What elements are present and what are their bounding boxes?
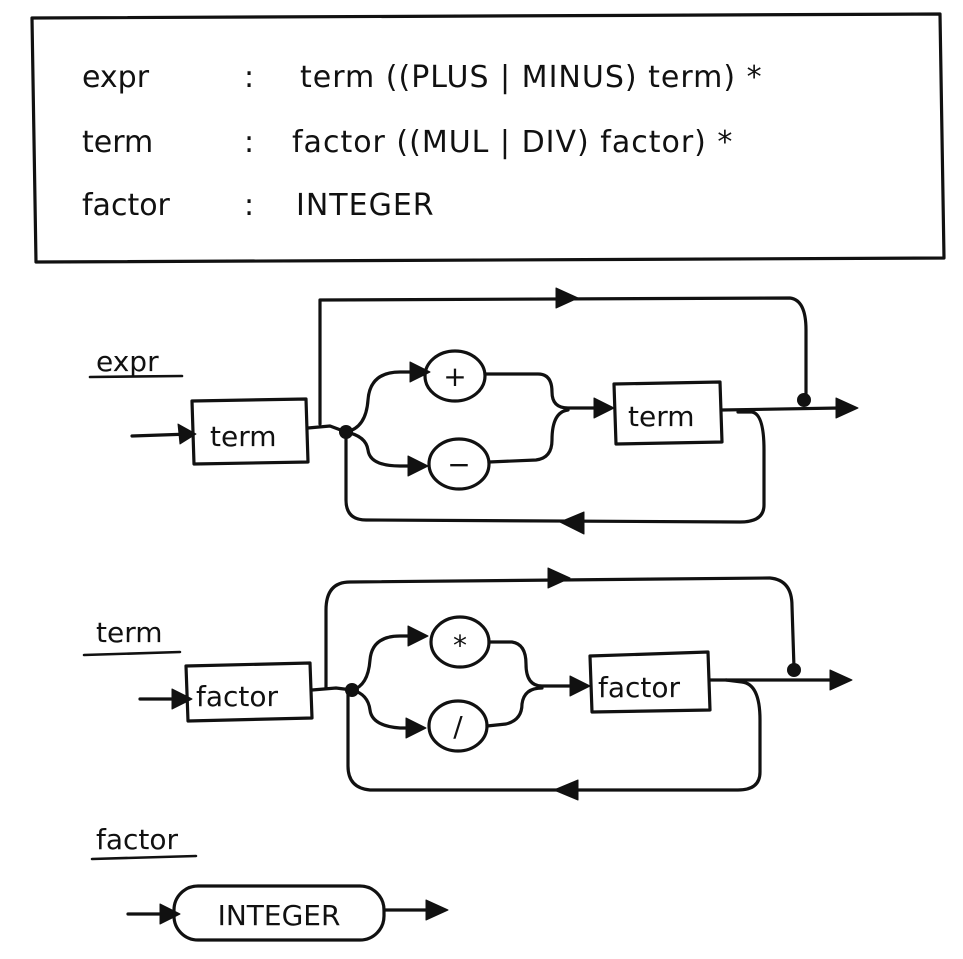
factor-entry-arrowhead <box>159 903 181 925</box>
term-diagram: term factor * / factor <box>82 567 853 801</box>
grammar-rule-term-name: term <box>82 125 153 160</box>
grammar-box: expr : term ((PLUS | MINUS) term) * term… <box>30 12 946 264</box>
term-merge-from-div <box>485 686 544 728</box>
term-branch-to-mul <box>350 634 422 692</box>
term-skip-join-dot <box>787 663 801 677</box>
term-exit-arrowhead <box>829 669 853 691</box>
term-branch-to-div <box>350 688 418 730</box>
expr-merge-from-minus <box>487 408 570 464</box>
factor-diagram-label: factor <box>96 823 179 856</box>
expr-branch-to-plus <box>344 370 426 434</box>
term-skip-arrowhead <box>547 567 571 589</box>
term-junction-dot <box>345 683 359 697</box>
expr-entry-arrowhead <box>177 423 197 445</box>
expr-second-term-arrowhead <box>593 397 615 419</box>
term-mul-label: * <box>453 629 467 662</box>
expr-first-term-box <box>190 397 310 466</box>
grammar-rule-expr-definition: term ((PLUS | MINUS) term) * <box>300 60 763 95</box>
expr-plus-arrowhead <box>409 361 431 383</box>
expr-minus-arrowhead <box>407 455 429 477</box>
term-second-factor-arrowhead <box>569 675 591 697</box>
term-entry-arrowhead <box>171 688 193 710</box>
term-return-path <box>346 678 762 792</box>
expr-diagram: expr term + − term <box>88 287 859 535</box>
expr-junction-dot <box>339 425 353 439</box>
expr-plus-label: + <box>443 360 466 393</box>
grammar-rule-factor-colon: : <box>244 188 254 223</box>
expr-skip-path <box>318 296 808 426</box>
grammar-rule-expr-name: expr <box>82 60 150 95</box>
expr-exit-arrowhead <box>835 397 859 419</box>
expr-second-term-box <box>612 380 724 446</box>
factor-label-underline <box>90 854 198 861</box>
expr-first-term-label: term <box>210 420 277 453</box>
term-div-label: / <box>453 710 463 743</box>
term-second-factor-box <box>588 650 712 714</box>
term-label-underline <box>82 650 182 657</box>
factor-integer-box <box>172 884 386 942</box>
term-diagram-label: term <box>96 616 163 649</box>
term-second-factor-label: factor <box>598 671 681 704</box>
expr-diagram-label: expr <box>96 345 159 378</box>
expr-return-arrowhead <box>559 511 585 535</box>
factor-diagram: factor INTEGER <box>90 823 449 942</box>
term-return-arrowhead <box>553 779 579 801</box>
expr-skip-join-dot <box>797 393 811 407</box>
grammar-box-border <box>30 12 946 264</box>
expr-branch-to-minus <box>344 430 424 468</box>
factor-exit-arrowhead <box>425 899 449 921</box>
expr-minus-label: − <box>447 448 470 481</box>
expr-merge-from-plus <box>483 372 598 410</box>
term-first-factor-label: factor <box>196 680 279 713</box>
expr-plus-circle <box>423 349 487 403</box>
grammar-rule-factor-name: factor <box>82 188 171 223</box>
grammar-rule-term-definition: factor ((MUL | DIV) factor) * <box>292 125 733 160</box>
term-first-factor-box <box>184 661 314 723</box>
grammar-rule-expr-colon: : <box>244 60 254 95</box>
expr-exit-line <box>720 406 842 412</box>
expr-second-term-label: term <box>628 400 695 433</box>
term-div-arrowhead <box>405 717 427 739</box>
expr-label-underline <box>88 374 184 379</box>
term-merge-from-mul <box>487 640 574 688</box>
expr-return-path <box>344 410 766 524</box>
term-skip-path <box>324 576 796 690</box>
factor-integer-label: INTEGER <box>218 899 341 932</box>
grammar-rule-term-colon: : <box>244 125 254 160</box>
expr-skip-arrowhead <box>555 287 579 309</box>
expr-minus-circle <box>427 437 491 491</box>
grammar-rule-factor-definition: INTEGER <box>296 188 435 223</box>
term-mul-arrowhead <box>407 625 429 647</box>
